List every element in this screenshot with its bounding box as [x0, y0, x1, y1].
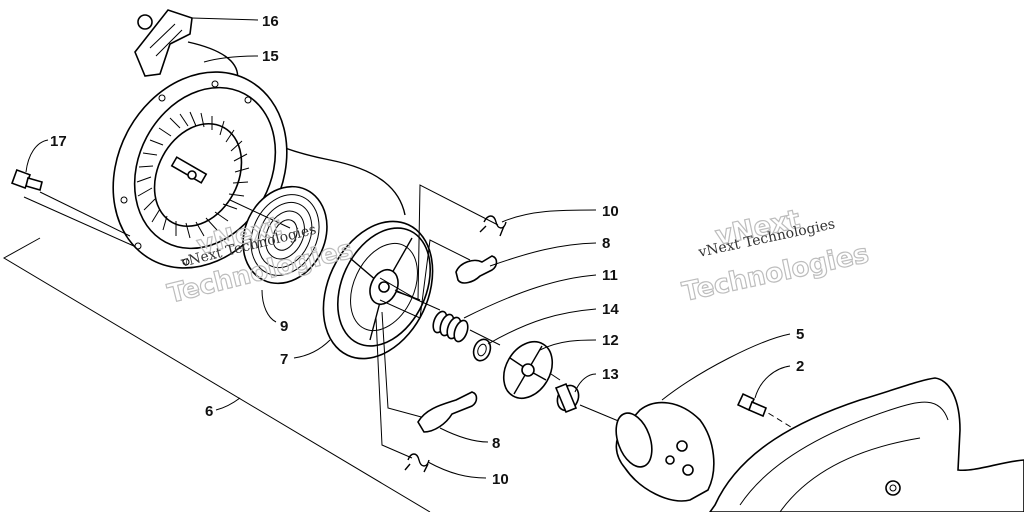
callout-8-lower: 8	[492, 435, 500, 452]
callout-labels: 16 15 17 10 8 11 14 12 13 5 2 9 7 6 8 10	[50, 13, 804, 488]
pawl-spring-10-upper	[479, 215, 507, 237]
pawl-8-lower	[417, 391, 478, 433]
rope-reel-7	[322, 220, 434, 360]
callout-6: 6	[205, 403, 213, 420]
callout-13: 13	[602, 366, 619, 383]
callout-11: 11	[602, 267, 618, 284]
ratchet-plate-12	[502, 340, 554, 400]
reference-bracket	[2, 196, 431, 512]
pawl-guide-lines	[375, 184, 499, 459]
starter-cup-5	[615, 401, 715, 502]
bolt-17	[11, 169, 43, 191]
callout-15: 15	[262, 48, 279, 65]
callout-7: 7	[280, 351, 288, 368]
callout-16: 16	[262, 13, 279, 30]
callout-17: 17	[50, 133, 67, 150]
friction-spring-11	[432, 310, 469, 343]
callout-14: 14	[602, 301, 619, 318]
pawl-spring-10-lower	[404, 453, 430, 473]
callout-leaders	[25, 17, 791, 479]
recoil-spring-9	[242, 185, 328, 285]
callout-12: 12	[602, 332, 619, 349]
center-bolt-13	[554, 382, 580, 414]
callout-2: 2	[796, 358, 804, 375]
watermark-right: vNext vNext Technologies Technologies	[679, 204, 872, 308]
pawl-8-upper	[455, 255, 498, 284]
bolt-2	[736, 392, 768, 418]
callout-8-upper: 8	[602, 235, 610, 252]
callout-10-lower: 10	[492, 471, 509, 488]
fan-cover	[709, 377, 1024, 512]
callout-10-upper: 10	[602, 203, 619, 220]
callout-9: 9	[280, 318, 288, 335]
callout-5: 5	[796, 326, 804, 343]
washer-14	[472, 338, 492, 362]
starter-handle	[134, 9, 193, 77]
